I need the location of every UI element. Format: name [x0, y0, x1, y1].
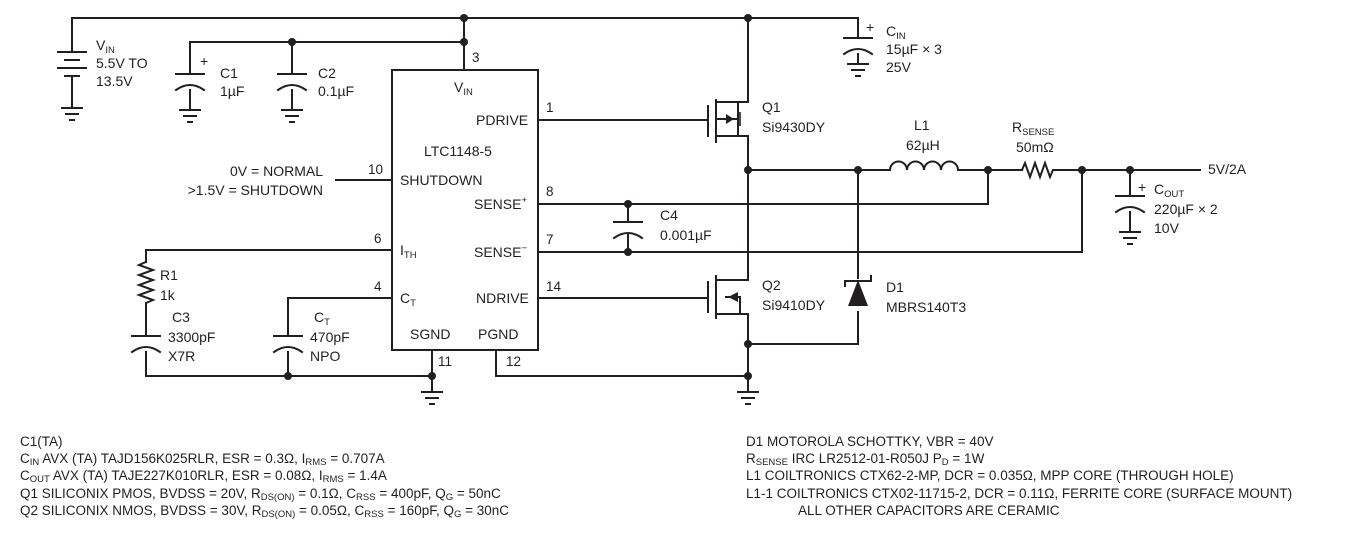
c1-value: 1µF — [220, 83, 244, 99]
ic-pin-4-number: 4 — [374, 279, 382, 294]
c2-capacitor-symbol — [276, 73, 308, 92]
ground-symbols — [61, 63, 1141, 405]
q2-part: Si9410DY — [762, 297, 826, 313]
cin-name: CIN — [886, 23, 906, 42]
cin-polarity: + — [866, 19, 874, 35]
notes-right: D1 MOTOROLA SCHOTTKY, VBR = 40V RSENSE I… — [746, 433, 1292, 519]
ct-capacitor-symbol — [272, 335, 304, 354]
ic-pin-ith-label: ITH — [400, 242, 417, 261]
ic-pin-14-number: 14 — [546, 279, 562, 294]
r1-value: 1k — [160, 287, 176, 303]
c4-capacitor-symbol — [612, 221, 644, 240]
cin-value-line2: 25V — [886, 59, 912, 75]
notes-left-line0: C1(TA) — [20, 434, 63, 449]
c3-value-line1: 3300pF — [168, 329, 215, 345]
q2-nmos-symbol — [707, 275, 749, 319]
ic-pin-6-number: 6 — [374, 231, 382, 246]
ic-pin-10-number: 10 — [368, 162, 383, 177]
l1-name: L1 — [914, 117, 930, 133]
rsense-value: 50mΩ — [1016, 139, 1054, 155]
cout-value-line1: 220µF × 2 — [1154, 201, 1218, 217]
notes-right-line2: L1 COILTRONICS CTX62-2-MP, DCR = 0.035Ω,… — [746, 468, 1234, 484]
c1-polarity: + — [200, 53, 208, 69]
notes-left-line4: Q2 SILICONIX NMOS, BVDSS = 30V, RDS(ON) … — [20, 502, 510, 520]
output-label: 5V/2A — [1208, 161, 1247, 177]
ic-pin-ndrive-label: NDRIVE — [476, 290, 529, 306]
vin-label-sub: IN — [105, 45, 115, 56]
r1-resistor-symbol — [136, 260, 156, 313]
shutdown-note-line1: 0V = NORMAL — [230, 163, 323, 179]
c1-capacitor-symbol — [174, 73, 206, 92]
q1-part: Si9430DY — [762, 119, 826, 135]
ct-value-line2: NPO — [310, 348, 340, 364]
c2-value: 0.1µF — [318, 83, 354, 99]
c3-value-line2: X7R — [168, 348, 195, 364]
ic-part-label: LTC1148-5 — [424, 143, 492, 159]
rsense-resistor-symbol — [1020, 160, 1057, 180]
c3-name: C3 — [172, 309, 190, 325]
ic-pin-1-number: 1 — [546, 100, 554, 115]
ic-pin-12-number: 12 — [506, 354, 521, 369]
c3-capacitor-symbol — [130, 335, 162, 354]
shutdown-note-line2: >1.5V = SHUTDOWN — [188, 182, 323, 198]
ct-value-line1: 470pF — [310, 329, 350, 345]
ic-pin-8-number: 8 — [546, 184, 554, 199]
ic-pin-pgnd-label: PGND — [478, 326, 518, 342]
vin-range-line2: 13.5V — [96, 73, 133, 89]
q1-pmos-symbol — [707, 99, 749, 143]
notes-left-line1: CIN AVX (TA) TAJD156K025RLR, ESR = 0.3Ω,… — [20, 451, 385, 469]
vin-range-line1: 5.5V TO — [96, 55, 148, 71]
cout-polarity: + — [1138, 179, 1146, 195]
notes-right-line1: RSENSE IRC LR2512-01-R050J PD = 1W — [746, 451, 985, 469]
vin-label: VIN — [96, 37, 115, 56]
cin-capacitor-symbol — [842, 37, 874, 56]
d1-part: MBRS140T3 — [886, 299, 966, 315]
cout-capacitor-symbol — [1114, 195, 1146, 214]
ic-pin-sense-minus-label: SENSE− — [474, 243, 527, 260]
ltc1148-ic-body — [391, 69, 539, 351]
c1-name: C1 — [220, 65, 238, 81]
notes-right-line3: L1-1 COILTRONICS CTX02-11715-2, DCR = 0.… — [746, 485, 1293, 501]
ic-pin-vin-label: VIN — [454, 79, 473, 98]
ic-pin-7-number: 7 — [546, 232, 554, 247]
ic-pin-11-number: 11 — [438, 354, 452, 369]
ic-pin-shutdown-label: SHUTDOWN — [400, 172, 482, 188]
q2-name: Q2 — [762, 277, 781, 293]
notes-left-line3: Q1 SILICONIX PMOS, BVDSS = 20V, RDS(ON) … — [20, 485, 501, 503]
ic-pin-pdrive-label: PDRIVE — [476, 112, 528, 128]
d1-schottky-diode-symbol — [844, 275, 872, 306]
c4-value: 0.001µF — [660, 227, 712, 243]
ct-name: CT — [314, 309, 330, 328]
cout-value-line2: 10V — [1154, 220, 1180, 236]
d1-name: D1 — [886, 279, 904, 295]
ic-pin-sgnd-label: SGND — [410, 326, 450, 342]
rsense-name: RSENSE — [1012, 119, 1054, 138]
r1-name: R1 — [160, 267, 178, 283]
c2-name: C2 — [318, 65, 336, 81]
c4-name: C4 — [660, 207, 678, 223]
notes-right-line0: D1 MOTOROLA SCHOTTKY, VBR = 40V — [746, 434, 994, 449]
vin-battery-symbol — [57, 51, 87, 81]
junction-dots — [284, 14, 1134, 380]
notes-left-line2: COUT AVX (TA) TAJE227K010RLR, ESR = 0.08… — [20, 468, 387, 486]
ic-pin-ct-label: CT — [400, 290, 416, 309]
notes-right-line4: ALL OTHER CAPACITORS ARE CERAMIC — [798, 502, 1060, 518]
wires — [71, 17, 1201, 393]
cout-name: COUT — [1154, 181, 1184, 200]
ic-pin-sense-plus-label: SENSE+ — [474, 195, 527, 212]
notes-left: C1(TA) CIN AVX (TA) TAJD156K025RLR, ESR … — [20, 433, 509, 519]
l1-inductor-symbol — [888, 160, 960, 172]
ic-pin-3-number: 3 — [472, 50, 480, 65]
cin-value-line1: 15µF × 3 — [886, 41, 942, 57]
l1-value: 62µH — [906, 137, 940, 153]
q1-name: Q1 — [762, 99, 781, 115]
